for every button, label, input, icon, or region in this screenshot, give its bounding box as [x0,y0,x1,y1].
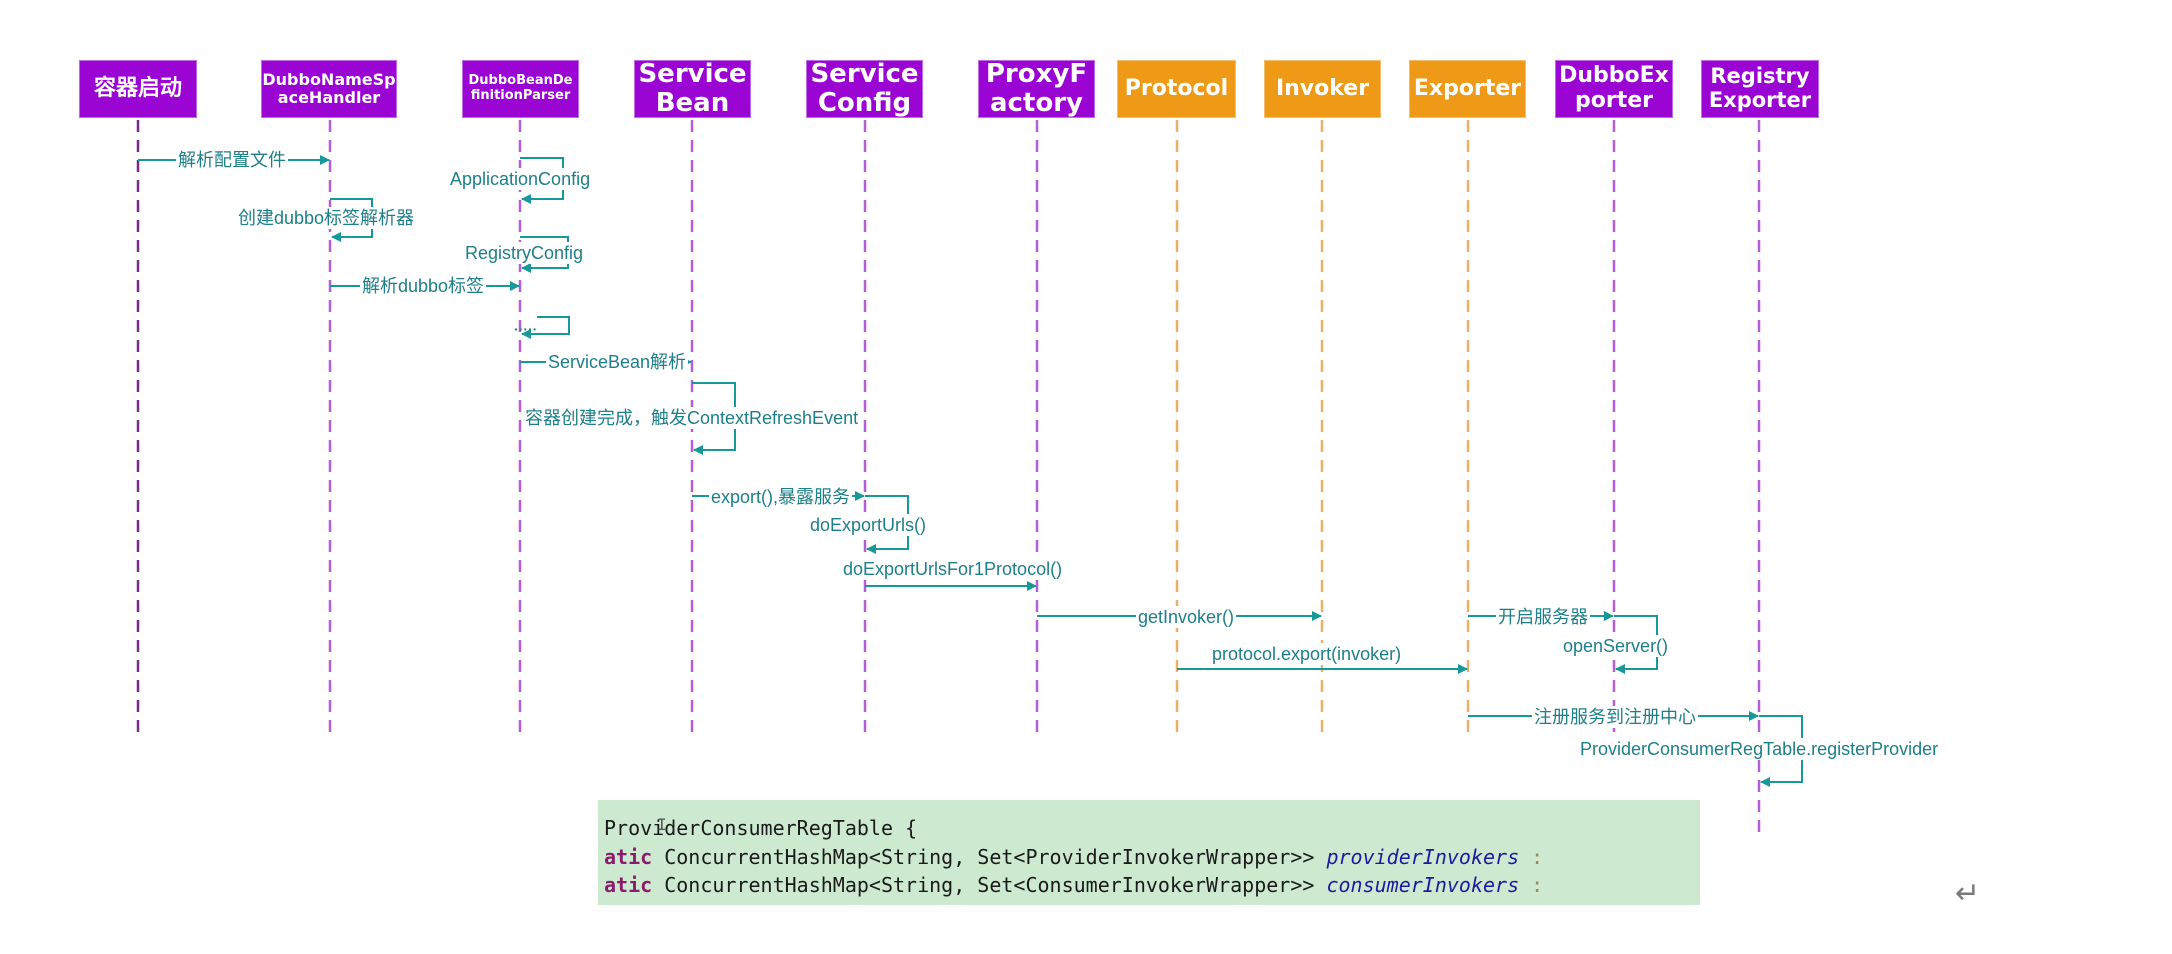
message-label: export(),暴露服务 [709,486,853,508]
code-field-consumer-invokers: consumerInvokers [1326,873,1520,897]
paragraph-mark-icon: ↵ [1955,876,1981,911]
message-label: getInvoker() [1136,606,1237,628]
code-line-consumer-invokers: atic ConcurrentHashMap<String, Set<Consu… [604,871,1700,900]
message-label: 解析配置文件 [176,149,288,171]
code-trail: : [1519,844,1544,869]
message-label: 解析dubbo标签 [360,275,487,297]
code-keyword: atic [604,873,653,897]
code-type: ConcurrentHashMap<String, Set<ConsumerIn… [652,873,1327,897]
actor-dubbo-exporter: DubboEx porter [1555,60,1673,118]
code-keyword: atic [604,844,653,869]
message-label: 创建dubbo标签解析器 [236,207,417,229]
actor-label: Exporter [1413,75,1522,101]
actor-label: Protocol [1124,75,1229,101]
code-trail: : [1519,873,1544,897]
actor-invoker: Invoker [1264,60,1381,118]
actor-label: Registry Exporter [1708,64,1812,112]
actor-registry-exporter: Registry Exporter [1701,60,1819,118]
actor-label: 容器启动 [93,75,182,101]
actor-service-bean: Service Bean [634,60,751,118]
message-label: 开启服务器 [1496,606,1590,628]
message-label: ServiceBean解析 [546,351,689,373]
message-label: doExportUrlsFor1Protocol() [841,558,1065,580]
actor-label: DubboBeanDe finitionParser [468,73,573,103]
code-type: ConcurrentHashMap<String, Set<ProviderIn… [652,844,1327,869]
actor-namespace-handler: DubboNameSp aceHandler [261,60,397,118]
actor-proxy-factory: ProxyF actory [978,60,1095,118]
message-label: ProviderConsumerRegTable.registerProvide… [1578,738,1941,760]
message-label: ····· [514,321,538,337]
code-field-provider-invokers: providerInvokers [1326,844,1520,869]
code-snippet: ProviderConsumerRegTable { atic Concurre… [598,800,1700,905]
actor-label: DubboNameSp aceHandler [262,70,396,107]
text-cursor-icon: I [657,815,667,834]
actor-label: Invoker [1275,75,1370,101]
message-label: RegistryConfig [463,242,586,264]
actor-label: ProxyF actory [985,60,1088,118]
message-label: openServer() [1561,635,1671,657]
message-label: protocol.export(invoker) [1210,643,1404,665]
actor-service-config: Service Config [806,60,923,118]
actor-exporter: Exporter [1409,60,1526,118]
actor-label: DubboEx porter [1559,63,1669,113]
code-line-class-declaration: ProviderConsumerRegTable { [604,816,918,840]
code-line-provider-invokers: atic ConcurrentHashMap<String, Set<Provi… [604,843,1700,872]
actor-label: Service Bean [638,60,747,118]
message-label: 注册服务到注册中心 [1532,706,1698,728]
actor-protocol: Protocol [1117,60,1236,118]
actor-label: Service Config [810,60,919,118]
message-arrow [521,316,570,339]
actor-bean-definition-parser: DubboBeanDe finitionParser [462,60,579,118]
message-label: doExportUrls() [808,514,929,536]
message-label: ApplicationConfig [448,168,593,190]
actor-container: 容器启动 [79,60,197,118]
message-label: 容器创建完成，触发ContextRefreshEvent [523,407,861,429]
